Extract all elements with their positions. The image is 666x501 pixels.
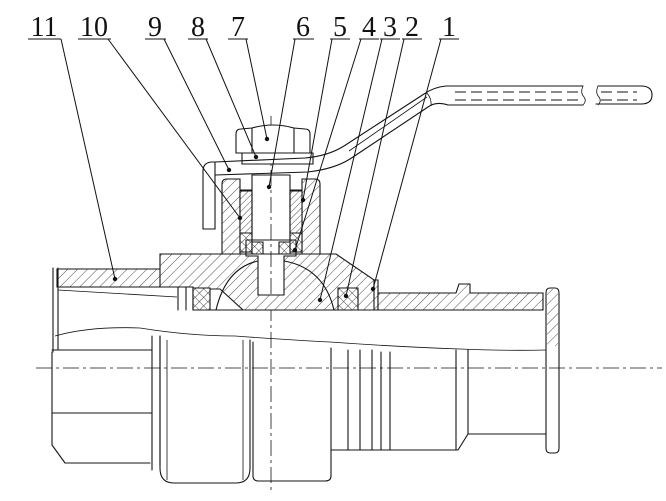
right-seat-seal	[337, 287, 359, 311]
bonnet	[221, 178, 321, 255]
callout-number-7: 7	[231, 12, 245, 43]
lower-exterior	[51, 335, 547, 484]
callout-10: 10	[78, 12, 243, 221]
callout-7: 7	[228, 12, 270, 142]
tailpiece-section-band	[377, 283, 544, 311]
callout-11: 11	[28, 12, 118, 282]
end-flange-outline	[545, 287, 560, 454]
callout-number-11: 11	[31, 12, 58, 43]
barb-bottom-edges	[330, 433, 547, 451]
union-step-lines	[347, 349, 373, 451]
callout-dot-7	[264, 136, 270, 142]
valve-body-section	[159, 253, 379, 311]
callout-dot-10	[237, 215, 243, 221]
callout-leader-8	[205, 38, 257, 158]
middle-hex-flat-lines	[166, 340, 244, 480]
callout-number-8: 8	[191, 12, 205, 43]
callout-4: 4	[292, 12, 379, 253]
callout-number-1: 1	[442, 12, 456, 43]
callout-leader-4	[294, 38, 362, 251]
center-cylinder-profile	[252, 341, 332, 482]
left-cap-hex-edges	[51, 349, 153, 414]
barb-ridge-lines	[380, 349, 469, 451]
callout-dot-4	[292, 247, 298, 253]
callout-9: 9	[145, 12, 232, 173]
callout-3: 3	[317, 12, 400, 303]
middle-hex-profile	[159, 335, 251, 484]
handle	[202, 85, 653, 230]
callout-8: 8	[188, 12, 259, 160]
bonnet-left-wall	[221, 178, 241, 255]
grip-left-segment	[445, 85, 584, 106]
ball-left-arc	[215, 260, 259, 311]
callout-2: 2	[343, 12, 422, 299]
stem-base-seal-left	[251, 241, 264, 255]
callout-leader-2	[345, 38, 405, 297]
grip-hidden-lines	[455, 91, 637, 101]
callout-5: 5	[300, 12, 350, 203]
grip-break-left	[581, 85, 586, 106]
ball-right-arc	[283, 260, 335, 311]
callout-leader-7	[245, 38, 268, 140]
handle-bent-tab	[202, 161, 216, 230]
end-flange-hatch	[547, 289, 558, 346]
callout-number-2: 2	[405, 12, 419, 43]
callout-leader-1	[372, 38, 442, 290]
callout-dot-11	[112, 276, 118, 282]
left-cap-outer-profile	[51, 351, 151, 464]
callout-leader-11	[60, 38, 116, 280]
callout-number-6: 6	[296, 12, 310, 43]
callout-leader-5	[302, 38, 333, 201]
callout-leader-9	[163, 38, 230, 171]
callout-dot-1	[370, 286, 376, 292]
callout-dot-6	[266, 184, 272, 190]
callout-number-10: 10	[80, 12, 108, 43]
callout-6: 6	[266, 12, 314, 190]
left-cap-right-edges	[151, 335, 161, 471]
thread-line	[57, 289, 178, 298]
callout-leader-3	[319, 38, 383, 301]
right-packing	[289, 190, 303, 234]
callout-number-3: 3	[383, 12, 397, 43]
callout-1: 1	[370, 12, 459, 292]
left-packing	[239, 190, 253, 234]
section-break-line	[54, 327, 547, 351]
handle-twist-line	[426, 92, 432, 107]
hex-nut-body	[235, 124, 311, 154]
left-seat-seal	[192, 287, 211, 311]
grip-right-segment	[595, 85, 653, 105]
bonnet-right-wall	[301, 178, 321, 255]
callout-dot-3	[317, 297, 323, 303]
callout-dot-9	[226, 167, 232, 173]
left-end-cap	[52, 267, 187, 353]
stem-base-seal-right	[278, 241, 291, 255]
tailpiece	[377, 283, 560, 454]
callout-number-5: 5	[333, 12, 347, 43]
grip-break-right	[596, 85, 601, 106]
callout-leader-6	[268, 38, 296, 188]
handle-bar-edge	[348, 96, 428, 152]
callout-dot-8	[253, 154, 259, 160]
callout-dot-5	[300, 197, 306, 203]
handle-top-edge	[214, 85, 447, 163]
packing-nut	[235, 124, 314, 165]
callout-leader-10	[107, 38, 241, 219]
callout-dot-2	[343, 293, 349, 299]
callout-number-9: 9	[148, 12, 162, 43]
callout-number-4: 4	[362, 12, 376, 43]
handle-bottom-edge	[214, 102, 449, 176]
seat-retainer-lines	[177, 286, 187, 311]
